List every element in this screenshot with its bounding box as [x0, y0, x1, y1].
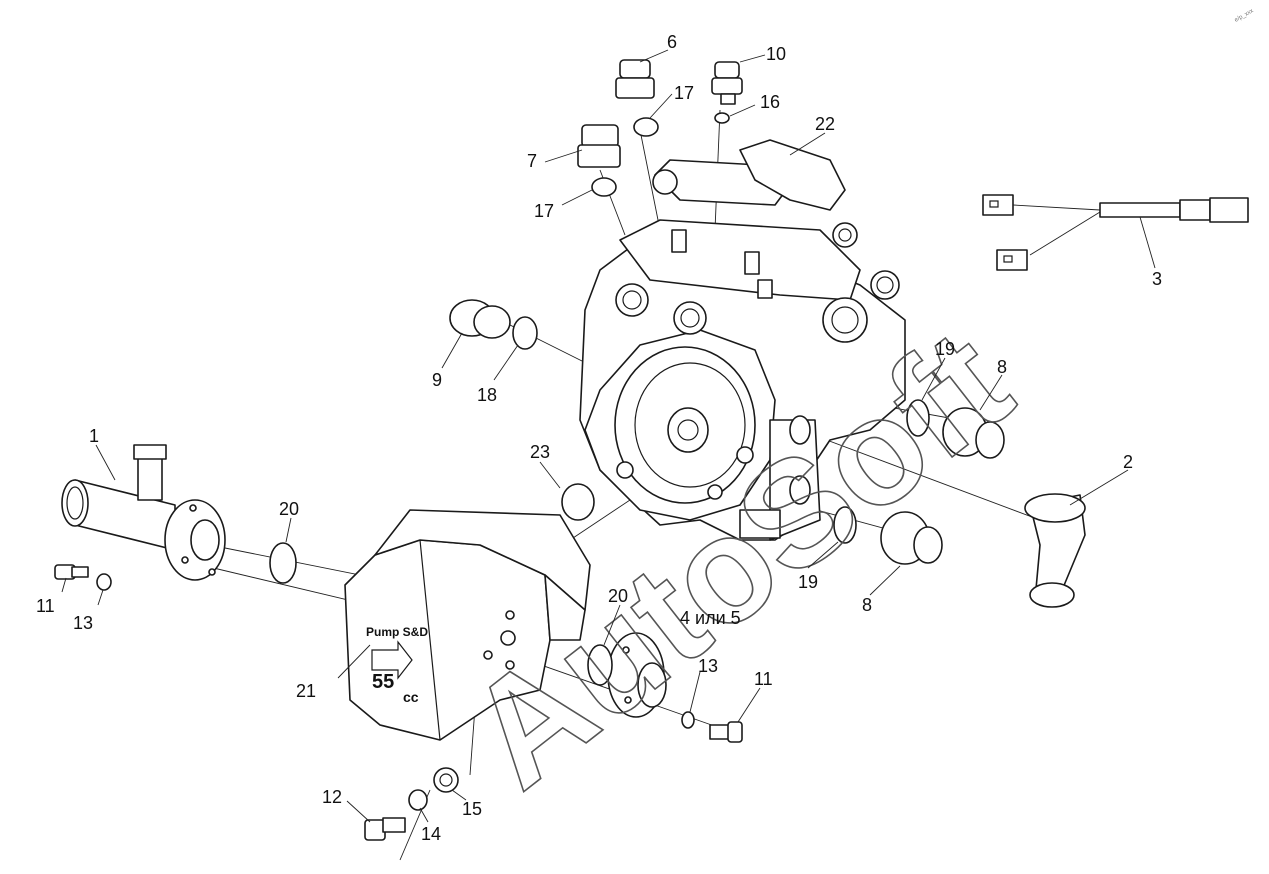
- callout-11-left: 11: [36, 596, 55, 616]
- pump-plate-line3: cc: [403, 689, 419, 705]
- callout-4-or-5: 4 или 5: [680, 608, 741, 628]
- callout-16: 16: [760, 92, 780, 112]
- callout-14: 14: [421, 824, 441, 844]
- callout-3: 3: [1152, 269, 1162, 289]
- corner-mark: e/p_xxx: [1234, 8, 1255, 24]
- inlet-tee-1: [61, 444, 226, 581]
- callout-23: 23: [530, 442, 550, 462]
- elbow-2: [1024, 493, 1086, 608]
- pump-body: [579, 139, 906, 541]
- fittings: [449, 59, 1005, 565]
- callout-8-bottom: 8: [862, 595, 872, 615]
- sensor-cable-3: [982, 194, 1249, 271]
- callout-7: 7: [527, 151, 537, 171]
- callout-8-top: 8: [997, 357, 1007, 377]
- flange-4-5: [607, 632, 667, 718]
- callout-labels: 1 2 3 4 или 5 6 7 8 8 9 10 11 11 12 13 1…: [36, 32, 1162, 844]
- seals: [269, 112, 930, 686]
- callout-21: 21: [296, 681, 316, 701]
- gear-pump-21: Pump S&D 55 cc: [344, 509, 591, 741]
- callout-11-right: 11: [754, 669, 773, 689]
- callout-18: 18: [477, 385, 497, 405]
- pump-plate-line1: Pump S&D: [366, 625, 428, 639]
- callout-6: 6: [667, 32, 677, 52]
- callout-12: 12: [322, 787, 342, 807]
- callout-20-right: 20: [608, 586, 628, 606]
- callout-ticks: [61, 49, 1156, 823]
- callout-22: 22: [815, 114, 835, 134]
- callout-19-top: 19: [935, 339, 955, 359]
- callout-13-left: 13: [73, 613, 93, 633]
- callout-9: 9: [432, 370, 442, 390]
- callout-1: 1: [89, 426, 99, 446]
- callout-10: 10: [766, 44, 786, 64]
- pump-plate-line2: 55: [372, 671, 394, 693]
- callout-2: 2: [1123, 452, 1133, 472]
- callout-19-bottom: 19: [798, 572, 818, 592]
- callout-20-left: 20: [279, 499, 299, 519]
- callout-17-left: 17: [534, 201, 554, 221]
- callout-15: 15: [462, 799, 482, 819]
- callout-13-right: 13: [698, 656, 718, 676]
- callout-17-top: 17: [674, 83, 694, 103]
- fasteners: [54, 564, 743, 841]
